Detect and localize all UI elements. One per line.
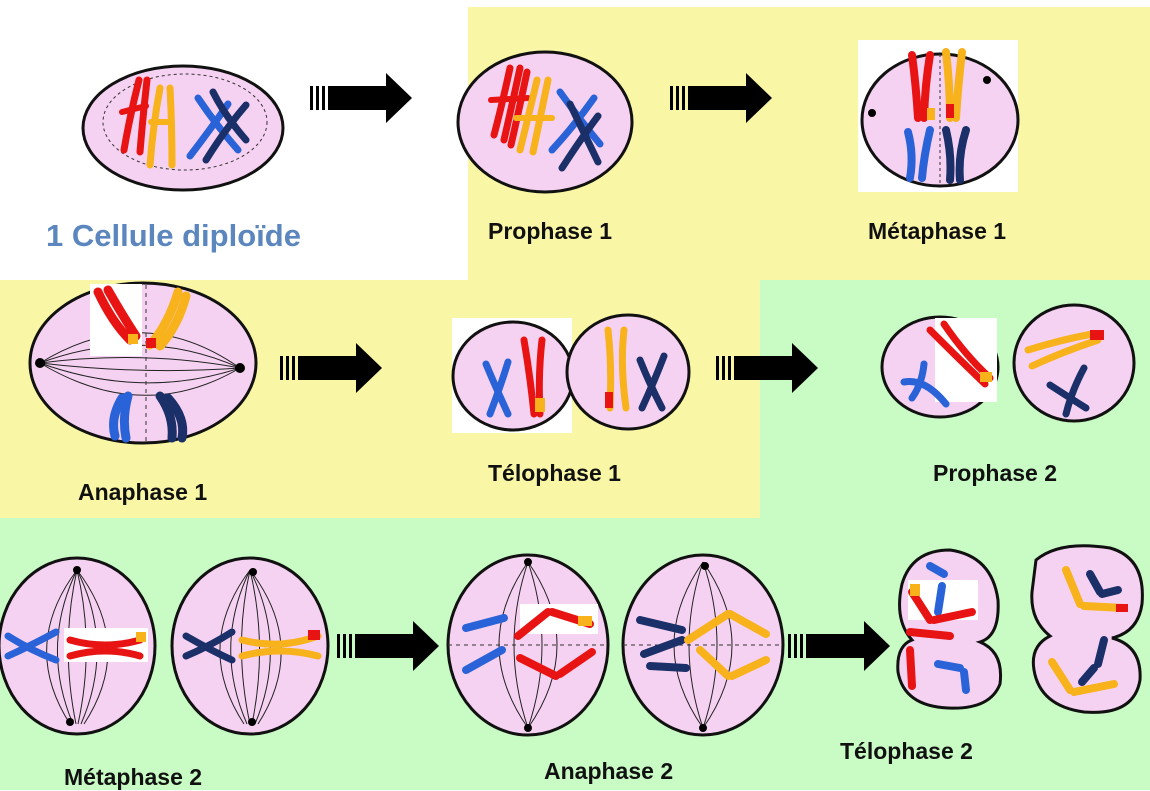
prophase2-cells (880, 303, 1136, 423)
metaphase1-cell (858, 40, 1020, 192)
label-prophase-2: Prophase 2 (933, 460, 1057, 486)
label-telophase-2: Télophase 2 (840, 738, 973, 764)
label-anaphase-1: Anaphase 1 (78, 479, 208, 505)
anaphase1-cell (28, 281, 258, 445)
telophase1-cells (451, 313, 691, 433)
prophase1-cell (456, 50, 634, 194)
label-anaphase-2: Anaphase 2 (544, 758, 674, 784)
label-metaphase-2: Métaphase 2 (64, 764, 203, 790)
telophase2-cells (896, 544, 1144, 714)
metaphase2-cells (0, 556, 330, 736)
label-metaphase-1: Métaphase 1 (868, 218, 1007, 244)
label-prophase-1: Prophase 1 (488, 218, 612, 244)
label-telophase-1: Télophase 1 (488, 460, 621, 486)
anaphase2-cells (446, 553, 785, 737)
diagram-title: 1 Cellule diploïde (46, 218, 301, 253)
diploid-cell (81, 64, 285, 192)
